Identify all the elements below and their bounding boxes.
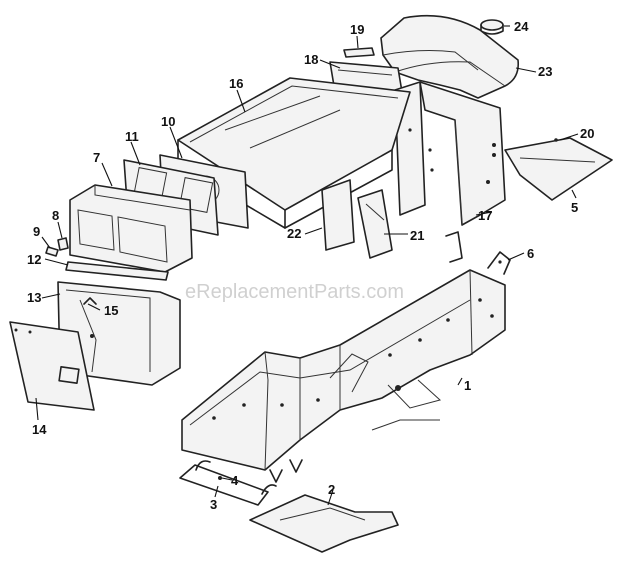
part-6-bracket (487, 251, 511, 275)
part-9-clip (45, 246, 59, 257)
callout-13: 13 (27, 290, 41, 305)
callout-18: 18 (304, 52, 318, 67)
part-3-lower-bracket (179, 460, 277, 506)
part-5-rear-plate (504, 137, 613, 201)
part-8-clip (57, 237, 69, 251)
callout-21: 21 (410, 228, 424, 243)
part-1-main-frame (181, 269, 506, 483)
part-2-belly-pan (249, 494, 399, 553)
callout-1: 1 (464, 378, 471, 393)
callout-20: 20 (580, 126, 594, 141)
watermark-text: eReplacementParts.com (185, 281, 404, 303)
callout-24: 24 (514, 19, 529, 34)
callout-6: 6 (527, 246, 534, 261)
part-14-front-plate (9, 321, 95, 411)
small-bracket (445, 231, 463, 263)
part-21-bracket (357, 189, 393, 259)
callout-23: 23 (538, 64, 552, 79)
callout-7: 7 (93, 150, 100, 165)
part-22-plate (321, 179, 355, 251)
callout-11: 11 (125, 129, 139, 144)
part-19-strip (343, 47, 375, 58)
callout-2: 2 (328, 482, 335, 497)
callout-12: 12 (27, 252, 41, 267)
callout-4: 4 (231, 473, 239, 488)
callout-22: 22 (287, 226, 301, 241)
leader-lines (35, 25, 579, 506)
part-23-hood (380, 14, 520, 99)
part-7-grille-frame (69, 184, 193, 273)
callout-9: 9 (33, 224, 40, 239)
callout-10: 10 (161, 114, 175, 129)
callout-8: 8 (52, 208, 59, 223)
callout-3: 3 (210, 497, 217, 512)
callout-16: 16 (229, 76, 243, 91)
part-24-cap (480, 19, 504, 35)
callout-19: 19 (350, 22, 364, 37)
part-12-strip (65, 261, 169, 281)
callout-labels: 1 2 3 4 5 6 7 8 9 10 11 12 13 14 15 16 1… (27, 19, 594, 512)
callout-14: 14 (32, 422, 47, 437)
callout-17: 17 (478, 208, 492, 223)
part-17-dash-panel (394, 81, 506, 226)
part-4-bolt (218, 476, 222, 480)
callout-15: 15 (104, 303, 118, 318)
part-15-fastener (83, 297, 97, 305)
callout-5: 5 (571, 200, 578, 215)
